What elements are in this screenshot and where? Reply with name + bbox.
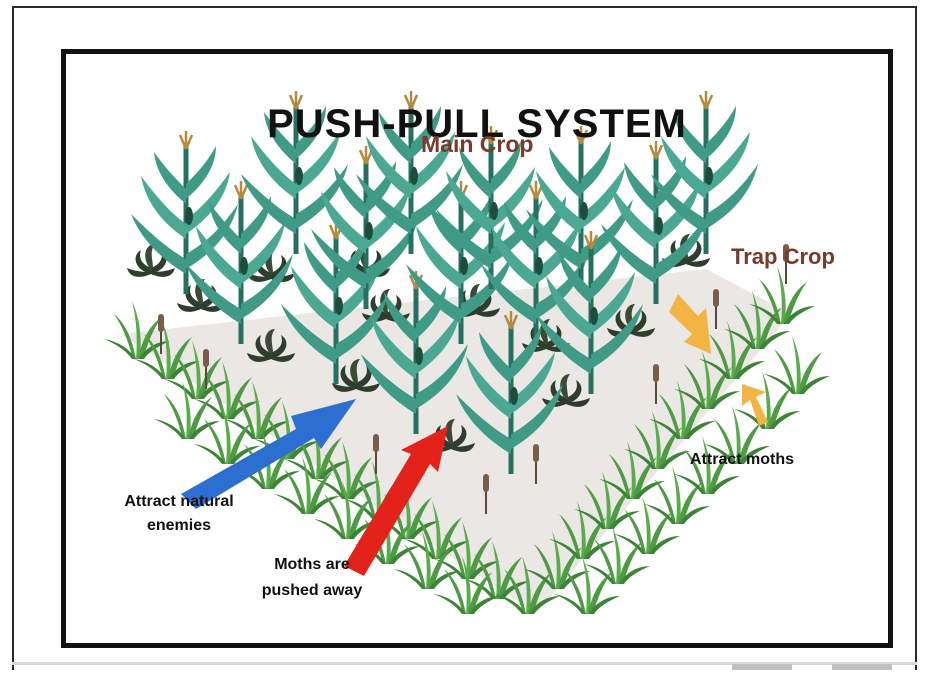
attract-moths-label: Attract moths	[690, 451, 794, 469]
main-crop-label: Main Crop	[421, 131, 533, 158]
attract-enemies-label: Attract natural enemies	[94, 490, 264, 538]
bottom-strip	[12, 662, 917, 672]
moths-pushed-label: Moths are pushed away	[252, 552, 372, 604]
moths-pushed-line1: Moths are	[252, 552, 372, 578]
attract-enemies-line2: enemies	[94, 514, 264, 538]
moths-pushed-line2: pushed away	[252, 578, 372, 604]
attract-enemies-line1: Attract natural	[94, 490, 264, 514]
trap-crop-label: Trap Crop	[731, 244, 835, 270]
diagram-frame: PUSH-PULL SYSTEM Main Crop Trap Crop Att…	[61, 49, 893, 648]
